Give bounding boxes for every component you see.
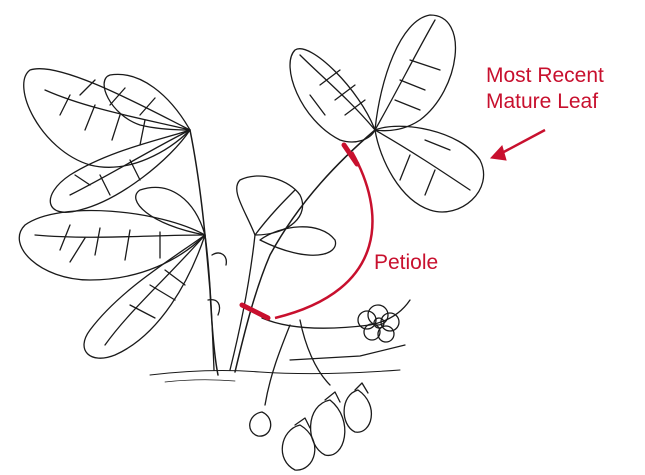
petiole-bracket-arc <box>275 152 372 318</box>
annotations <box>242 130 545 318</box>
leaf-top-left <box>24 69 190 213</box>
petiole-tick-bottom <box>242 305 268 318</box>
leaf-arrow-head <box>491 146 506 160</box>
leaf-label-line2: Mature Leaf <box>486 89 604 115</box>
fruits <box>250 383 372 470</box>
leaf-top-right <box>290 15 484 212</box>
leaf-center <box>237 176 336 255</box>
leaf-bottom-left <box>19 187 205 358</box>
leaf-arrow-line <box>500 130 545 154</box>
leaf-label-line1: Most Recent <box>486 63 604 89</box>
petiole-label: Petiole <box>374 250 438 276</box>
ground <box>150 345 405 382</box>
most-recent-mature-leaf-label: Most Recent Mature Leaf <box>486 63 604 115</box>
